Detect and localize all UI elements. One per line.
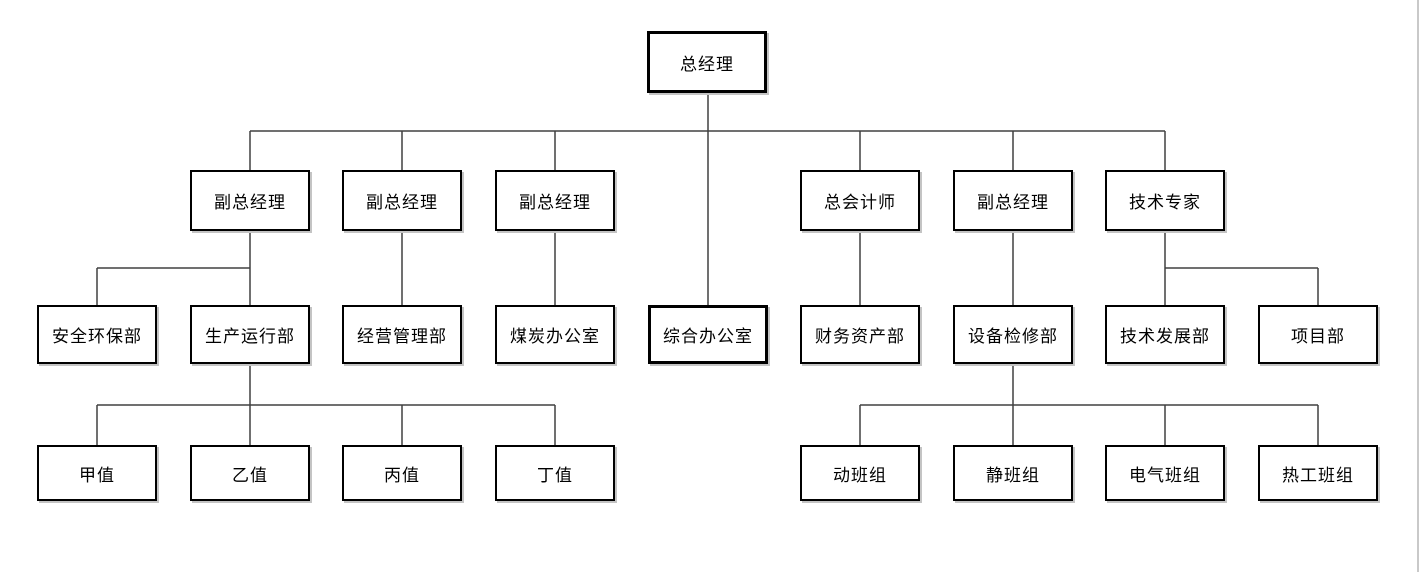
node-chief-accountant[interactable]: 总会计师 (800, 170, 920, 231)
node-label: 设备检修部 (968, 327, 1058, 346)
node-general-office[interactable]: 综合办公室 (648, 305, 768, 364)
node-label: 丙值 (384, 465, 420, 485)
node-label: 综合办公室 (663, 327, 753, 346)
node-label: 电气班组 (1129, 465, 1201, 485)
node-label: 总会计师 (824, 193, 896, 212)
node-tech-dev-dept[interactable]: 技术发展部 (1105, 305, 1225, 364)
node-label: 总经理 (680, 54, 734, 74)
node-label: 项目部 (1291, 327, 1345, 346)
node-electrical-team[interactable]: 电气班组 (1105, 445, 1225, 501)
node-deputy-gm-4[interactable]: 副总经理 (953, 170, 1073, 231)
node-production-ops-dept[interactable]: 生产运行部 (190, 305, 310, 364)
node-label: 副总经理 (519, 193, 591, 212)
node-label: 煤炭办公室 (510, 327, 600, 346)
node-thermal-team[interactable]: 热工班组 (1258, 445, 1378, 501)
node-shift-c[interactable]: 丙值 (342, 445, 462, 501)
node-label: 动班组 (833, 465, 887, 485)
node-label: 乙值 (232, 465, 268, 485)
node-general-manager[interactable]: 总经理 (647, 31, 767, 93)
node-shift-a[interactable]: 甲值 (37, 445, 157, 501)
node-safety-env-dept[interactable]: 安全环保部 (37, 305, 157, 364)
node-coal-office[interactable]: 煤炭办公室 (495, 305, 615, 364)
node-label: 副总经理 (977, 193, 1049, 212)
node-tech-expert[interactable]: 技术专家 (1105, 170, 1225, 231)
node-static-team[interactable]: 静班组 (953, 445, 1073, 501)
node-label: 财务资产部 (815, 327, 905, 346)
node-business-mgmt-dept[interactable]: 经营管理部 (342, 305, 462, 364)
node-label: 经营管理部 (357, 327, 447, 346)
node-label: 安全环保部 (52, 327, 142, 346)
node-label: 技术专家 (1129, 193, 1201, 212)
node-label: 技术发展部 (1120, 327, 1210, 346)
node-label: 热工班组 (1282, 465, 1354, 485)
node-shift-b[interactable]: 乙值 (190, 445, 310, 501)
node-label: 副总经理 (214, 193, 286, 212)
node-label: 副总经理 (366, 193, 438, 212)
node-label: 丁值 (537, 465, 573, 485)
node-project-dept[interactable]: 项目部 (1258, 305, 1378, 364)
canvas-right-edge (1417, 0, 1419, 572)
node-label: 甲值 (79, 465, 115, 485)
node-shift-d[interactable]: 丁值 (495, 445, 615, 501)
node-deputy-gm-1[interactable]: 副总经理 (190, 170, 310, 231)
node-dynamic-team[interactable]: 动班组 (800, 445, 920, 501)
node-deputy-gm-2[interactable]: 副总经理 (342, 170, 462, 231)
node-finance-assets-dept[interactable]: 财务资产部 (800, 305, 920, 364)
node-deputy-gm-3[interactable]: 副总经理 (495, 170, 615, 231)
node-label: 静班组 (986, 465, 1040, 485)
node-equipment-maintenance-dept[interactable]: 设备检修部 (953, 305, 1073, 364)
node-label: 生产运行部 (205, 327, 295, 346)
